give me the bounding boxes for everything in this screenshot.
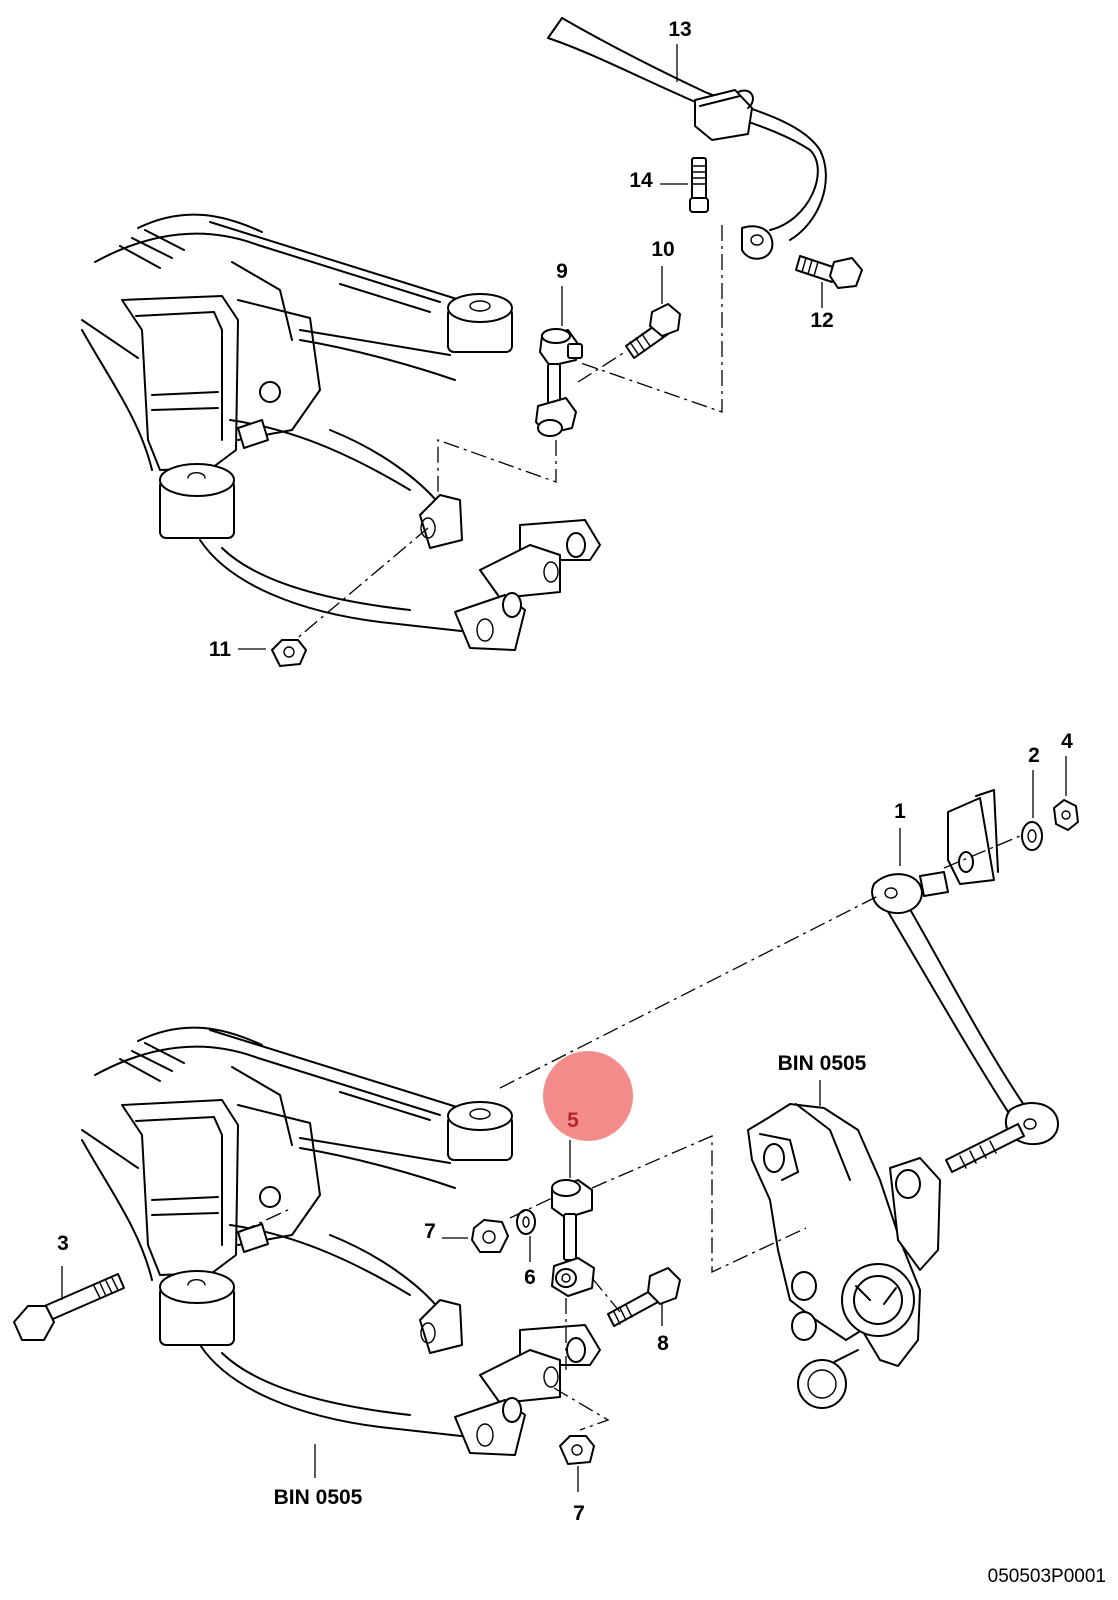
nut-11 (271, 639, 307, 667)
callout-1[interactable]: 1 (894, 800, 906, 823)
upper-assembly (81, 17, 863, 667)
callout-10[interactable]: 10 (651, 238, 674, 261)
nut-7-lower (559, 1435, 595, 1465)
upper-subframe (81, 213, 601, 651)
bolt-12 (795, 255, 863, 289)
callout-8[interactable]: 8 (657, 1332, 669, 1355)
lower-center-lines (239, 835, 1021, 1431)
lower-subframe (81, 1026, 601, 1456)
lower-leader-lines (61, 756, 1067, 1492)
washer-6 (516, 1209, 536, 1235)
reference-bin-knuckle[interactable]: BIN 0505 (778, 1052, 867, 1075)
callout-5[interactable]: 5 (567, 1109, 579, 1132)
highlight-marker[interactable] (543, 1051, 633, 1141)
callout-12[interactable]: 12 (810, 309, 833, 332)
callout-2[interactable]: 2 (1028, 744, 1040, 767)
callout-7-upper[interactable]: 7 (424, 1220, 436, 1243)
wheel-bearing-housing (747, 1103, 941, 1409)
upper-leader-lines (238, 44, 823, 650)
callout-labels: 13 14 10 9 12 11 4 2 1 5 7 6 3 8 7 BIN 0… (57, 18, 1106, 1587)
stabilizer-bar-13 (547, 17, 827, 260)
coupling-rod-5 (551, 1179, 595, 1297)
reference-bin-axle[interactable]: BIN 0505 (274, 1486, 363, 1509)
callout-13[interactable]: 13 (668, 18, 691, 41)
nut-7-upper (471, 1219, 509, 1253)
nut-4 (1053, 799, 1079, 831)
washer-2 (1021, 821, 1043, 851)
mounting-bracket (947, 789, 999, 885)
callout-14[interactable]: 14 (629, 169, 653, 192)
clamp-bolt-14 (689, 157, 709, 213)
upper-center-lines (294, 225, 723, 641)
callout-7-lower[interactable]: 7 (573, 1502, 585, 1525)
coupling-rod-9 (535, 328, 583, 437)
bolt-10 (625, 303, 681, 359)
bolt-8 (607, 1267, 681, 1327)
callout-11[interactable]: 11 (209, 638, 232, 661)
lower-assembly (13, 756, 1079, 1492)
drawing-code: 050503P0001 (988, 1566, 1106, 1587)
tie-rod-1 (871, 871, 1059, 1173)
callout-4[interactable]: 4 (1061, 730, 1073, 753)
callout-9[interactable]: 9 (556, 260, 568, 283)
callout-3[interactable]: 3 (57, 1232, 69, 1255)
bolt-3 (13, 1273, 125, 1341)
callout-6[interactable]: 6 (524, 1266, 536, 1289)
